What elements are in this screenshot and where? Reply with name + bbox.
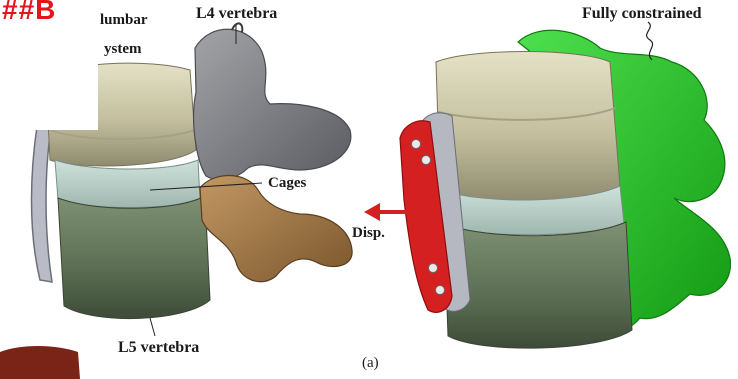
left-disc xyxy=(55,160,200,208)
right-l4-body xyxy=(436,52,620,202)
right-l5-body xyxy=(444,222,632,348)
left-l5-body xyxy=(58,196,210,319)
label-cages: Cages xyxy=(268,176,306,191)
bottom-left-fragment xyxy=(0,346,80,379)
label-l4-vertebra: L4 vertebra xyxy=(196,6,277,22)
label-l5-vertebra: L5 vertebra xyxy=(118,340,199,356)
brown-l5-vertebra xyxy=(200,176,352,282)
label-disp: Disp. xyxy=(352,226,385,241)
label-system-line2: ystem xyxy=(104,42,142,57)
watermark-text: ##B xyxy=(2,0,56,26)
label-panel-a: (a) xyxy=(362,356,379,371)
gray-l4-vertebra xyxy=(194,29,351,179)
watermark-block: ##B xyxy=(0,0,98,130)
label-system-line1: lumbar xyxy=(100,13,148,28)
label-fully-constrained: Fully constrained xyxy=(582,6,702,22)
right-spine-model xyxy=(364,22,730,348)
